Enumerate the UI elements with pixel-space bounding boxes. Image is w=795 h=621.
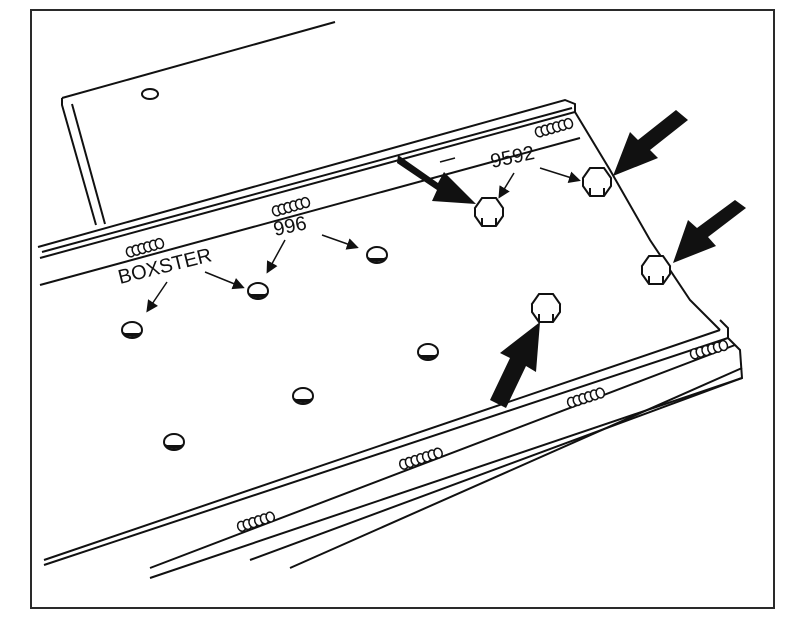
base-plate (37, 98, 744, 579)
arrow-icon (397, 155, 476, 204)
upper-plate (61, 21, 336, 226)
weld-bead (236, 511, 276, 532)
weld-bead (125, 237, 165, 258)
arrow-icon (613, 110, 688, 176)
hole (121, 321, 143, 339)
weld-beads (125, 117, 729, 532)
figure-frame (30, 9, 775, 609)
leader-arrows (146, 157, 581, 313)
weld-bead (534, 117, 574, 138)
hex-bolt-icon (473, 197, 505, 227)
hole (292, 387, 314, 405)
label-996: 996 (271, 212, 308, 240)
arrow-icon (673, 200, 746, 263)
label-9592: 9592 (488, 142, 536, 173)
arrow-icon (490, 322, 540, 408)
hex-bolt-icon (581, 167, 613, 197)
hex-bolt-icon (640, 255, 672, 285)
hole (366, 246, 388, 264)
weld-bead (271, 196, 311, 217)
big-arrows (397, 110, 746, 408)
weld-bead (689, 339, 729, 360)
hole (163, 433, 185, 451)
mounting-holes (121, 246, 439, 451)
hole (247, 282, 269, 300)
upper-plate-hole (141, 88, 159, 100)
weld-bead (398, 447, 443, 470)
weld-bead (566, 387, 606, 408)
hex-bolts (473, 167, 672, 323)
hex-bolt-icon (530, 293, 562, 323)
hole (417, 343, 439, 361)
